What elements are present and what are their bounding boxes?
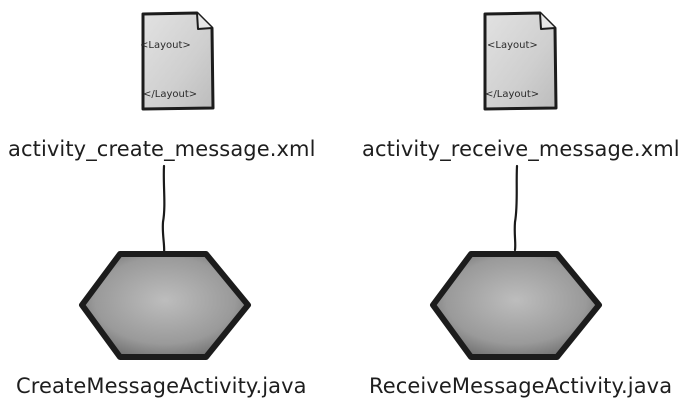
layout-file-icon-right: <Layout> </Layout>	[483, 11, 558, 111]
layout-open-tag-left: <Layout>	[140, 40, 191, 51]
layout-filename-right: activity_receive_message.xml	[362, 137, 680, 161]
activity-filename-left: CreateMessageActivity.java	[16, 374, 307, 398]
layout-close-tag-right: </Layout>	[485, 89, 539, 100]
activity-filename-right: ReceiveMessageActivity.java	[369, 374, 673, 398]
connector-line-right	[513, 164, 519, 252]
activity-hexagon-right	[430, 251, 602, 360]
layout-file-icon-left: <Layout> </Layout>	[140, 11, 215, 111]
connector-line-left	[161, 164, 166, 256]
layout-close-tag-left: </Layout>	[143, 89, 197, 100]
activity-hexagon-left	[79, 251, 251, 360]
layout-filename-left: activity_create_message.xml	[8, 137, 316, 161]
layout-open-tag-right: <Layout>	[487, 40, 538, 51]
